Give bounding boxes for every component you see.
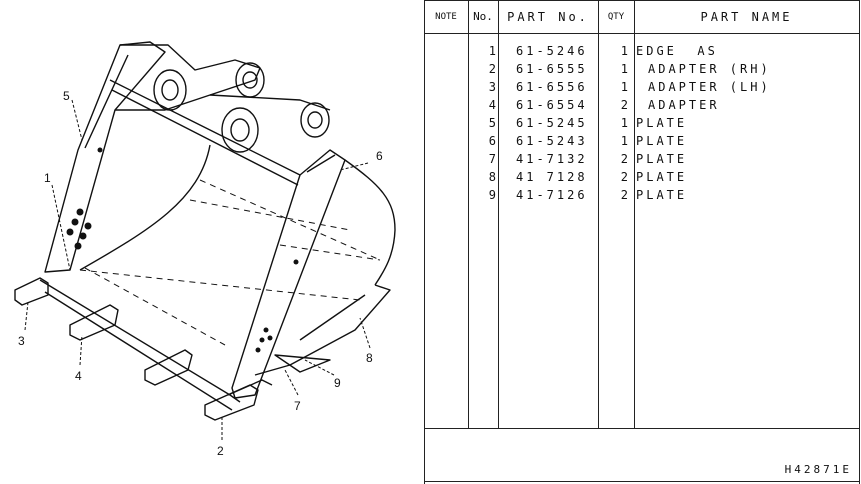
table-row: 3 61-6556 1 ADAPTER (LH) — [424, 78, 860, 96]
part-number: 41 7128 — [516, 170, 588, 184]
part-number: 61-6554 — [516, 98, 588, 112]
callout-5: 5 — [63, 89, 70, 103]
header-qty: QTY — [607, 11, 625, 22]
part-name: PLATE — [636, 116, 688, 130]
callout-7: 7 — [294, 399, 301, 413]
item-number: 8 — [488, 170, 496, 184]
callout-6: 6 — [376, 149, 383, 163]
part-number: 61-5246 — [516, 44, 588, 58]
part-number: 61-5243 — [516, 134, 588, 148]
header-part-name: PART NAME — [700, 9, 793, 24]
quantity: 1 — [620, 44, 628, 58]
quantity: 2 — [620, 98, 628, 112]
table-row: 6 61-5243 1 PLATE — [424, 132, 860, 150]
part-name: ADAPTER (LH) — [648, 80, 771, 94]
callout-1: 1 — [44, 171, 51, 185]
part-name: PLATE — [636, 188, 688, 202]
item-number: 5 — [488, 116, 496, 130]
table-row: 7 41-7132 2 PLATE — [424, 150, 860, 168]
item-number: 2 — [488, 62, 496, 76]
part-number: 61-6555 — [516, 62, 588, 76]
header-no: No. — [473, 10, 493, 23]
table-row: 4 61-6554 2 ADAPTER — [424, 96, 860, 114]
quantity: 1 — [620, 62, 628, 76]
callout-4: 4 — [75, 369, 82, 383]
item-number: 7 — [488, 152, 496, 166]
table-row: 5 61-5245 1 PLATE — [424, 114, 860, 132]
item-number: 3 — [488, 80, 496, 94]
part-name: PLATE — [636, 170, 688, 184]
part-name: ADAPTER — [648, 98, 720, 112]
quantity: 1 — [620, 134, 628, 148]
bucket-drawing: 5 1 3 4 2 6 7 8 9 — [14, 41, 396, 458]
table-row: 1 61-5246 1 EDGE AS — [424, 42, 860, 60]
item-number: 4 — [488, 98, 496, 112]
quantity: 2 — [620, 152, 628, 166]
drawing-code: H42871E — [784, 463, 852, 476]
table-row: 9 41-7126 2 PLATE — [424, 186, 860, 204]
parts-table: NOTE No. PART No. QTY PART NAME 1 61-5246… — [424, 0, 860, 484]
table-row: 2 61-6555 1 ADAPTER (RH) — [424, 60, 860, 78]
table-row: 8 41 7128 2 PLATE — [424, 168, 860, 186]
header-note: NOTE — [435, 11, 457, 22]
callout-3: 3 — [18, 334, 25, 348]
part-name: EDGE AS — [636, 44, 718, 58]
quantity: 1 — [620, 116, 628, 130]
item-number: 1 — [488, 44, 496, 58]
item-number: 9 — [488, 188, 496, 202]
callout-2: 2 — [217, 444, 224, 458]
quantity: 2 — [620, 188, 628, 202]
part-number: 41-7126 — [516, 188, 588, 202]
part-name: PLATE — [636, 134, 688, 148]
part-number: 61-5245 — [516, 116, 588, 130]
part-name: ADAPTER (RH) — [648, 62, 771, 76]
header-part-no: PART No. — [507, 9, 589, 24]
part-number: 41-7132 — [516, 152, 588, 166]
callout-8: 8 — [366, 351, 373, 365]
part-number: 61-6556 — [516, 80, 588, 94]
part-name: PLATE — [636, 152, 688, 166]
quantity: 2 — [620, 170, 628, 184]
callout-9: 9 — [334, 376, 341, 390]
quantity: 1 — [620, 80, 628, 94]
item-number: 6 — [488, 134, 496, 148]
